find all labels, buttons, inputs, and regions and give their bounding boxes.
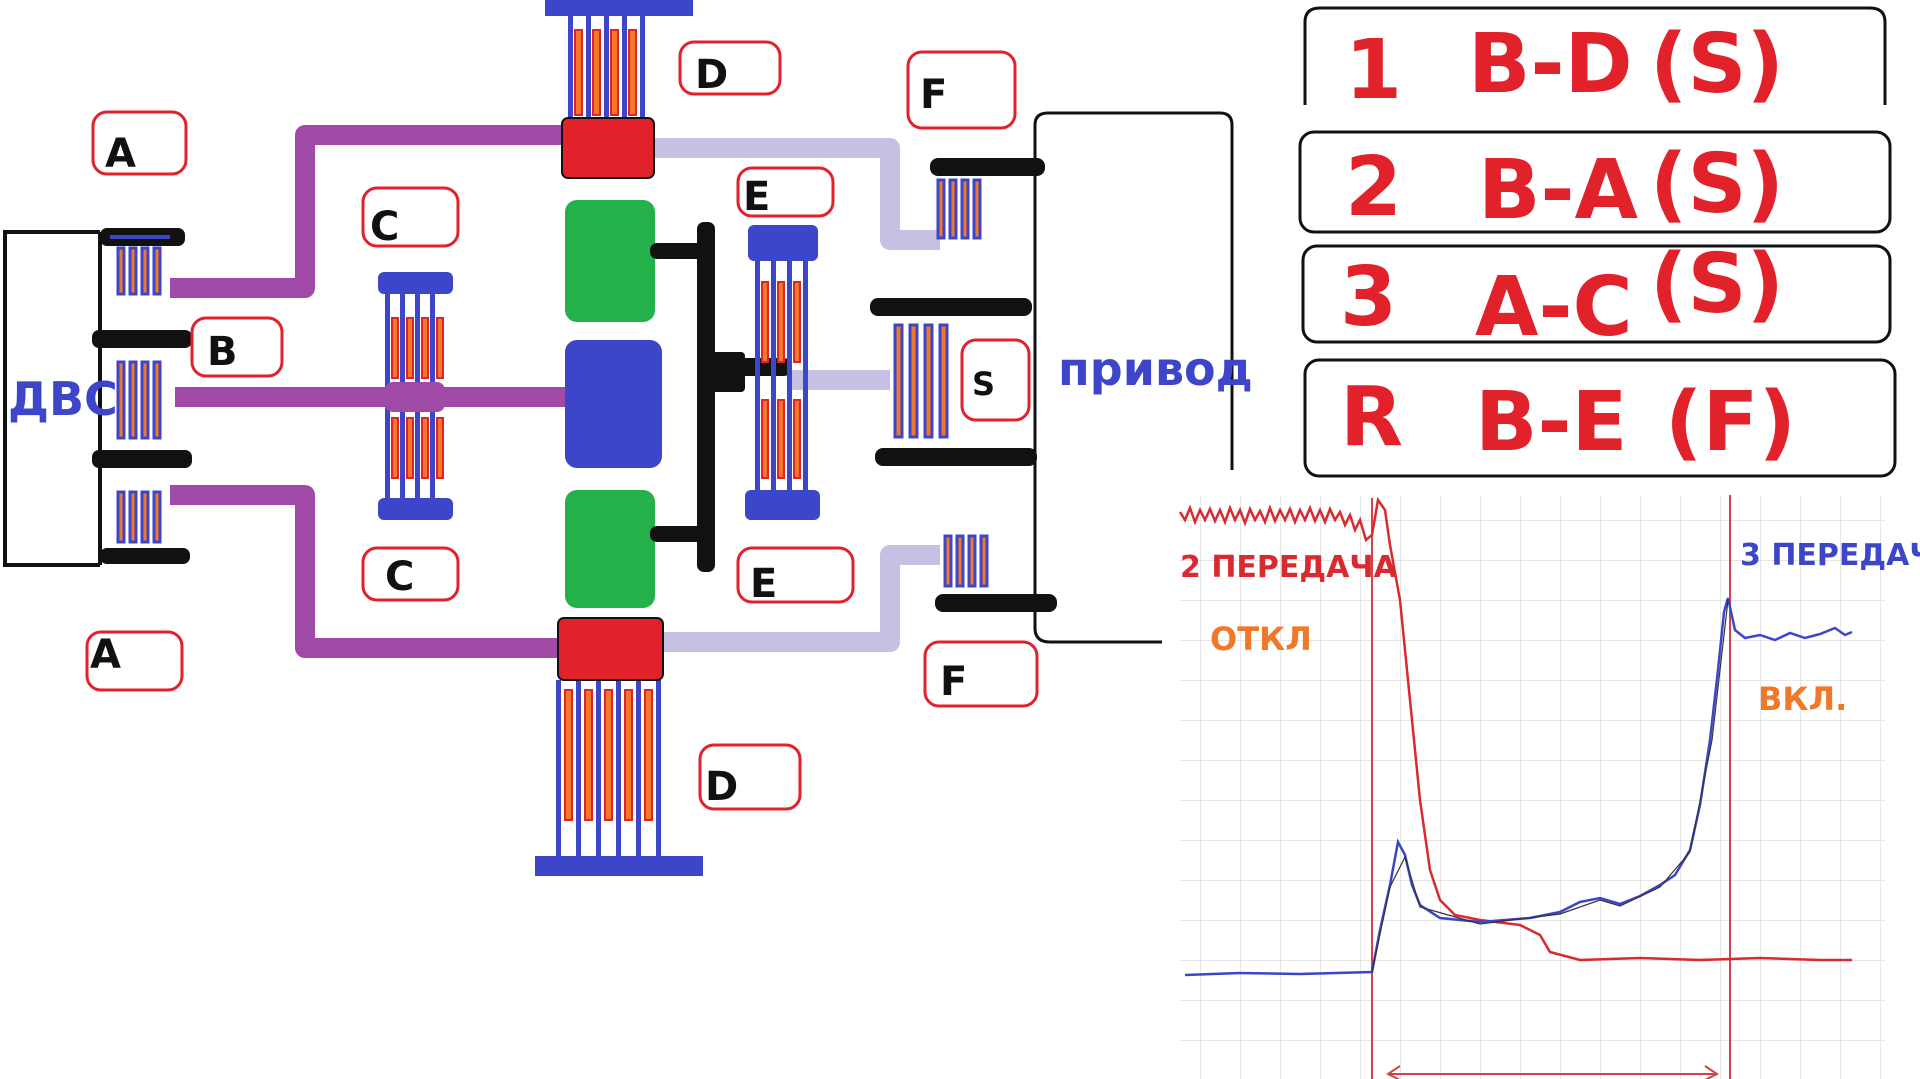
label-box-s [960,338,1031,422]
clutch-a-bottom [100,490,190,564]
clutch-a-top [100,228,185,296]
shift-graph: 2 ПЕРЕДАЧА 3 ПЕРЕДАЧА ОТКЛ ВКЛ. [1178,495,1920,1079]
planet-gear-bottom [565,490,655,608]
label-a-top: A [105,131,136,177]
gear-row-3: 3 A-C (S) [1340,237,1784,355]
gear-brake: (S) [1650,237,1784,332]
clutch-d-top [545,0,693,120]
label-f-bottom: F [940,659,967,705]
label-s: S [972,365,995,403]
label-d-top: D [695,52,728,98]
clutch-d-bottom [535,680,703,876]
gear-row-2: 2 B-A (S) [1345,137,1784,238]
purple-shafts [170,125,565,658]
ring-gear-bottom [557,617,664,681]
label-box-c-bottom [361,546,460,602]
gear-number: 3 [1340,250,1397,345]
label-box-d-bottom [698,743,802,811]
gear-clutches: B-D [1468,17,1633,112]
gear-brake: (S) [1650,17,1784,112]
clutch-e [745,225,820,520]
gear3-label: 3 ПЕРЕДАЧА [1740,538,1920,573]
gear-row-r: R B-E (F) [1340,370,1796,470]
component-labels [85,40,1039,811]
clutch-c [378,272,453,520]
gear-brake: (F) [1665,375,1796,470]
gear-clutches: A-C [1475,260,1633,355]
ring-gear-top [561,117,655,179]
clutch-b [116,360,162,440]
label-f-top: F [920,72,947,118]
label-box-a-bottom [85,630,184,692]
label-box-b [190,316,284,378]
gear-number: 2 [1345,140,1402,235]
engine-housing: ДВС [3,230,192,567]
clutch-f-bottom [935,534,1057,612]
on-label: ВКЛ. [1758,680,1847,718]
gear-row-1: 1 B-D (S) [1345,17,1784,118]
label-box-e-top [736,166,835,218]
planetary-gearset [557,117,664,681]
label-d-bottom: D [705,764,738,810]
label-box-f-top [906,50,1017,130]
label-a-bottom: A [90,632,121,678]
sun-gear [565,340,662,468]
label-e-bottom: E [750,561,777,607]
brake-s [870,298,1037,466]
gear-clutches: B-A [1478,143,1639,238]
gear-number: 1 [1345,23,1402,118]
gear-number: R [1340,370,1403,465]
off-label: ОТКЛ [1210,620,1312,658]
label-b: B [207,329,238,375]
gear-clutches: B-E [1475,375,1628,470]
engine-label: ДВС [8,372,118,426]
gear-table: 1 B-D (S) 2 B-A (S) 3 A-C (S) R B-E (F) [1298,6,1897,478]
label-box-a-top [91,110,188,176]
gear-brake: (S) [1650,137,1784,232]
gear2-pressure-curve [1178,496,1852,962]
label-e-top: E [743,174,770,220]
clutch-f-top [930,158,1045,240]
label-box-e-bottom [736,546,855,604]
drive-housing [1033,111,1234,644]
label-c-bottom: C [385,554,414,600]
label-box-c-top [361,186,460,248]
drive-label: привод [1058,342,1253,396]
label-box-f-bottom [923,640,1039,708]
planet-carrier [650,222,790,572]
label-box-d-top [678,40,782,96]
label-c-top: C [370,204,399,250]
gear2-label: 2 ПЕРЕДАЧА [1180,550,1398,585]
gear3-pressure-curve [1184,597,1853,977]
planet-gear-top [565,200,655,322]
